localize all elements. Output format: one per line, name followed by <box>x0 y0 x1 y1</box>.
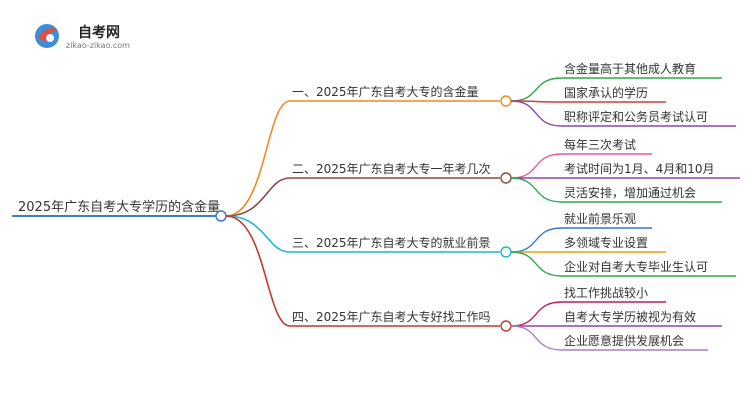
leaf-connector <box>510 227 563 253</box>
branch-node-connector <box>500 320 512 332</box>
branch-3: 三、2025年广东自考大专的就业前景 就业前景乐观多领域专业设置企业对自考大专毕业… <box>225 211 736 277</box>
leaf-label: 含金量高于其他成人教育 <box>564 61 696 76</box>
leaf-connector <box>510 325 563 351</box>
leaf-node: 企业愿意提供发展机会 <box>510 325 708 351</box>
leaf-node: 考试时间为1月、4月和10月 <box>511 161 740 179</box>
site-logo: 自考网 zikao-zikao.com <box>35 24 130 50</box>
branch-node-connector <box>500 95 512 107</box>
leaf-connector <box>510 301 563 327</box>
branch-connector <box>225 177 291 217</box>
branch-4: 四、2025年广东自考大专好找工作吗 找工作挑战较小自考大专学历被视为有效企业愿意… <box>225 215 722 351</box>
leaf-label: 企业愿意提供发展机会 <box>564 333 684 348</box>
branch-label: 二、2025年广东自考大专一年考几次 <box>292 161 491 176</box>
leaf-connector <box>510 100 563 127</box>
logo-url: zikao-zikao.com <box>66 41 130 50</box>
leaf-node: 国家承认的学历 <box>510 85 666 103</box>
branch-connector <box>225 215 291 327</box>
root-connector <box>215 210 227 222</box>
leaf-label: 找工作挑战较小 <box>564 285 648 300</box>
leaf-node: 多领域专业设置 <box>511 235 666 253</box>
leaf-node: 自考大专学历被视为有效 <box>511 309 722 327</box>
branch-node-connector <box>500 246 512 258</box>
leaf-connector <box>510 153 563 179</box>
logo-icon <box>35 24 59 48</box>
leaf-label: 多领域专业设置 <box>564 235 648 250</box>
branch-node-connector <box>500 172 512 184</box>
branch-1: 一、2025年广东自考大专的含金量 含金量高于其他成人教育国家承认的学历职称评定和… <box>225 61 736 217</box>
leaf-label: 国家承认的学历 <box>564 85 648 100</box>
leaf-label: 就业前景乐观 <box>564 211 636 226</box>
leaf-connector <box>510 77 563 102</box>
leaf-label: 每年三次考试 <box>564 137 636 152</box>
leaf-label: 自考大专学历被视为有效 <box>564 309 696 324</box>
leaf-node: 企业对自考大专毕业生认可 <box>510 251 736 277</box>
root-node: 2025年广东自考大专学历的含金量 <box>12 199 227 222</box>
leaf-connector <box>510 251 563 277</box>
leaf-node: 职称评定和公务员考试认可 <box>510 100 736 127</box>
branch-label: 四、2025年广东自考大专好找工作吗 <box>292 309 491 324</box>
leaf-label: 企业对自考大专毕业生认可 <box>564 259 708 274</box>
leaf-label: 灵活安排，增加通过机会 <box>564 185 696 200</box>
branch-connector <box>225 100 291 217</box>
leaf-node: 灵活安排，增加通过机会 <box>510 177 722 203</box>
leaf-label: 职称评定和公务员考试认可 <box>564 109 708 124</box>
leaf-node: 含金量高于其他成人教育 <box>510 61 722 102</box>
branches-group: 一、2025年广东自考大专的含金量 含金量高于其他成人教育国家承认的学历职称评定和… <box>225 61 740 351</box>
branch-connector <box>225 215 291 253</box>
leaf-connector <box>510 177 563 203</box>
branch-label: 三、2025年广东自考大专的就业前景 <box>292 235 491 250</box>
branch-2: 二、2025年广东自考大专一年考几次 每年三次考试考试时间为1月、4月和10月灵活… <box>225 137 740 217</box>
leaf-node: 就业前景乐观 <box>510 211 652 253</box>
root-label: 2025年广东自考大专学历的含金量 <box>18 199 220 215</box>
logo-name: 自考网 <box>78 24 120 41</box>
branch-label: 一、2025年广东自考大专的含金量 <box>292 84 479 99</box>
leaf-node: 找工作挑战较小 <box>510 285 666 327</box>
leaf-label: 考试时间为1月、4月和10月 <box>564 161 715 176</box>
